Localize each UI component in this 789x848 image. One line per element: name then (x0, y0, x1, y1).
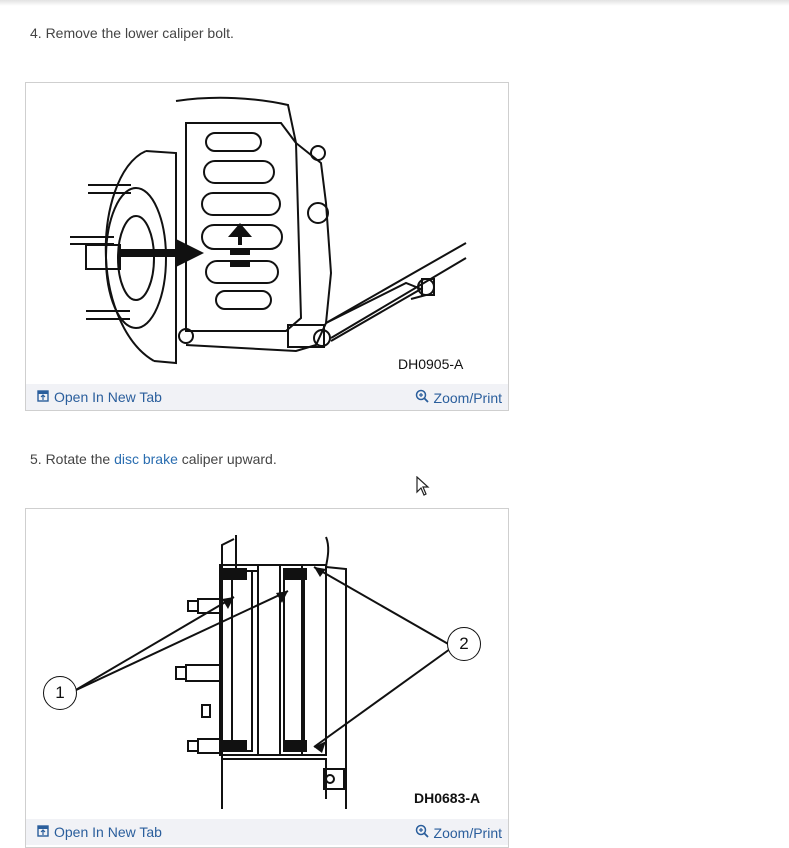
open-in-new-tab-label: Open In New Tab (54, 824, 162, 840)
figure-code-step-5: DH0683-A (414, 790, 481, 806)
figure-footer-step-4: Open In New Tab Zoom/Print (26, 384, 508, 410)
callout-1: 1 (43, 676, 77, 710)
zoom-print-link-2[interactable]: Zoom/Print (415, 824, 502, 841)
figure-illustration-step-4: DH0905-A (26, 83, 508, 384)
figure-illustration-step-5: 1 2 DH0683-A (26, 509, 508, 819)
callout-2: 2 (447, 627, 481, 661)
step-4-text: 4. Remove the lower caliper bolt. (30, 25, 234, 41)
open-in-new-tab-label: Open In New Tab (54, 389, 162, 405)
mouse-cursor-icon (416, 475, 430, 502)
open-in-new-tab-link[interactable]: Open In New Tab (37, 389, 162, 405)
zoom-icon (415, 389, 429, 406)
open-in-new-tab-icon (37, 824, 49, 840)
figure-card-step-5: 1 2 DH0683-A Open In New Tab Zoom/Print (25, 508, 509, 848)
zoom-print-label: Zoom/Print (433, 824, 502, 841)
zoom-icon (415, 824, 429, 841)
figure-code-step-4: DH0905-A (398, 356, 464, 372)
figure-card-step-4: DH0905-A Open In New Tab Zoom/Print (25, 82, 509, 411)
open-in-new-tab-link-2[interactable]: Open In New Tab (37, 824, 162, 840)
step-5-text-before: 5. Rotate the (30, 451, 115, 467)
zoom-print-label: Zoom/Print (433, 389, 502, 406)
caliper-bolt-diagram (70, 96, 467, 365)
open-in-new-tab-icon (37, 389, 49, 405)
caliper-rotation-diagram (73, 535, 451, 809)
zoom-print-link[interactable]: Zoom/Print (415, 389, 502, 406)
disc-brake-link[interactable]: disc brake (114, 451, 178, 467)
figure-footer-step-5: Open In New Tab Zoom/Print (26, 819, 508, 845)
step-5-text: 5. Rotate the disc brake caliper upward. (30, 451, 277, 467)
top-shadow (0, 0, 789, 6)
step-5-text-after: caliper upward. (177, 451, 277, 467)
